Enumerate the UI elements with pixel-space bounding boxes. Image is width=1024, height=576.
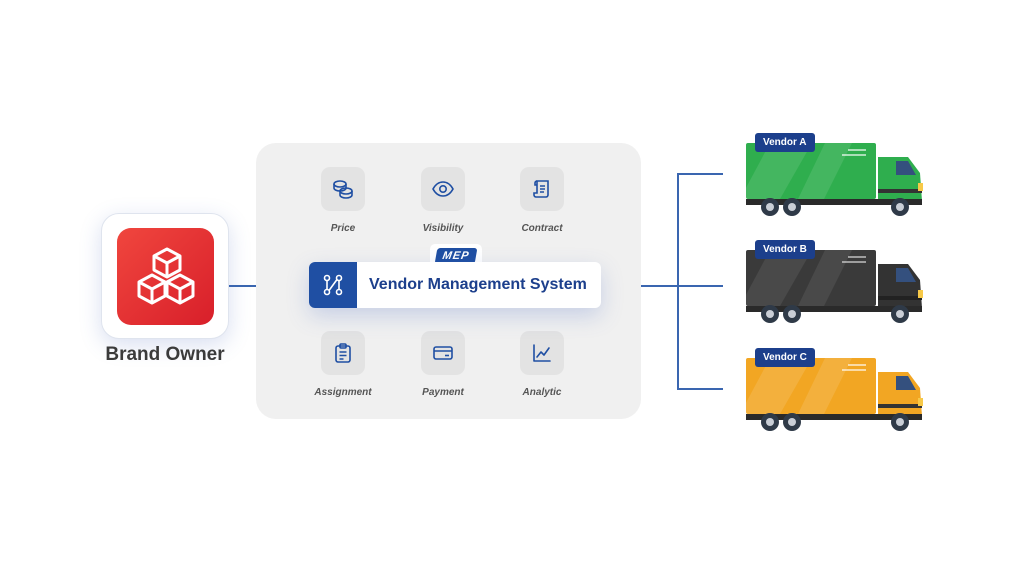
feature-label: Payment bbox=[422, 387, 464, 398]
scroll-icon bbox=[520, 167, 564, 211]
clipboard-icon bbox=[321, 331, 365, 375]
boxes-icon bbox=[117, 228, 214, 325]
truck-icon bbox=[740, 143, 923, 216]
chart-line-icon bbox=[520, 331, 564, 375]
connector-vendor-c bbox=[677, 388, 723, 390]
feature-analytic: Analytic bbox=[497, 331, 587, 398]
vendor-b-tag: Vendor B bbox=[755, 240, 815, 259]
vendor-a-truck: Vendor A bbox=[740, 133, 930, 223]
feature-assignment: Assignment bbox=[298, 331, 388, 398]
feature-price: Price bbox=[298, 167, 388, 234]
feature-visibility: Visibility bbox=[398, 167, 488, 234]
network-nodes-icon bbox=[309, 262, 357, 308]
vms-title-bar: Vendor Management System bbox=[309, 262, 601, 308]
feature-contract: Contract bbox=[497, 167, 587, 234]
brand-owner-card bbox=[101, 213, 229, 339]
connector-vendor-a bbox=[677, 173, 723, 175]
feature-label: Contract bbox=[521, 223, 563, 234]
brand-owner-label: Brand Owner bbox=[105, 344, 225, 365]
truck-icon bbox=[740, 250, 923, 323]
connector-vendor-trunk bbox=[677, 173, 679, 389]
feature-label: Visibility bbox=[422, 223, 464, 234]
feature-payment: Payment bbox=[398, 331, 488, 398]
card-icon bbox=[421, 331, 465, 375]
connector-vms-to-vendors bbox=[601, 285, 723, 287]
vms-title: Vendor Management System bbox=[369, 276, 587, 293]
feature-label: Assignment bbox=[314, 387, 372, 398]
feature-label: Analytic bbox=[522, 387, 562, 398]
vendor-b-truck: Vendor B bbox=[740, 240, 930, 330]
vendor-c-tag: Vendor C bbox=[755, 348, 815, 367]
vendor-a-tag: Vendor A bbox=[755, 133, 815, 152]
eye-icon bbox=[421, 167, 465, 211]
feature-label: Price bbox=[330, 223, 356, 234]
truck-icon bbox=[740, 358, 923, 431]
vendor-c-truck: Vendor C bbox=[740, 348, 930, 438]
coins-icon bbox=[321, 167, 365, 211]
